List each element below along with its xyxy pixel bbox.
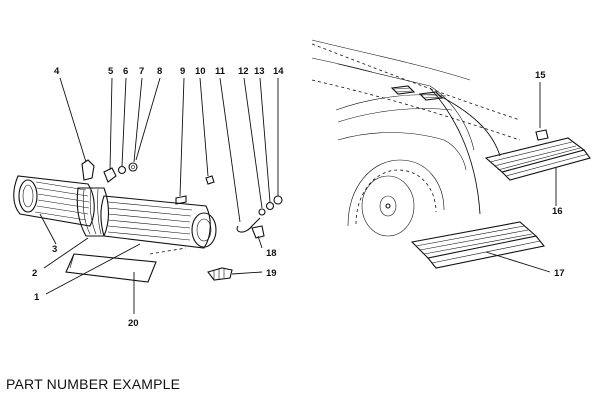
small-hardware	[81, 159, 283, 281]
callout-7: 7	[139, 66, 144, 77]
callout-13: 13	[254, 66, 265, 77]
callout-17: 17	[554, 268, 565, 279]
callout-12: 12	[238, 66, 249, 77]
callout-1: 1	[34, 292, 40, 303]
callout-15: 15	[535, 70, 546, 81]
diagram-caption: PART NUMBER EXAMPLE	[6, 376, 181, 392]
callout-5: 5	[108, 66, 114, 77]
callout-9: 9	[180, 66, 185, 77]
exploded-parts-diagram: 4 5 6 7 8 9 10 11 12 13 14 3 2 1 18 19 2…	[13, 39, 591, 329]
callout-8: 8	[157, 66, 162, 77]
callout-16: 16	[552, 206, 563, 217]
callout-11: 11	[215, 66, 226, 77]
leader-lines-right	[429, 82, 557, 273]
vent-fastener	[535, 129, 549, 141]
upper-vent-grille	[484, 137, 591, 181]
callout-4: 4	[54, 66, 60, 77]
wheel-arch	[347, 159, 445, 237]
right-grille-half	[100, 195, 217, 249]
callout-19: 19	[266, 268, 277, 279]
car-body-outline	[311, 39, 521, 171]
callout-20: 20	[128, 318, 139, 329]
callout-10: 10	[195, 66, 206, 77]
lower-vent-grille	[410, 221, 545, 269]
callout-18: 18	[266, 248, 277, 259]
callout-3: 3	[52, 244, 57, 255]
callout-2: 2	[32, 268, 37, 279]
callout-6: 6	[123, 66, 128, 77]
leader-lines-left	[39, 77, 279, 314]
lower-panel	[65, 253, 157, 283]
left-grille-half	[13, 175, 95, 227]
callout-14: 14	[273, 66, 284, 77]
